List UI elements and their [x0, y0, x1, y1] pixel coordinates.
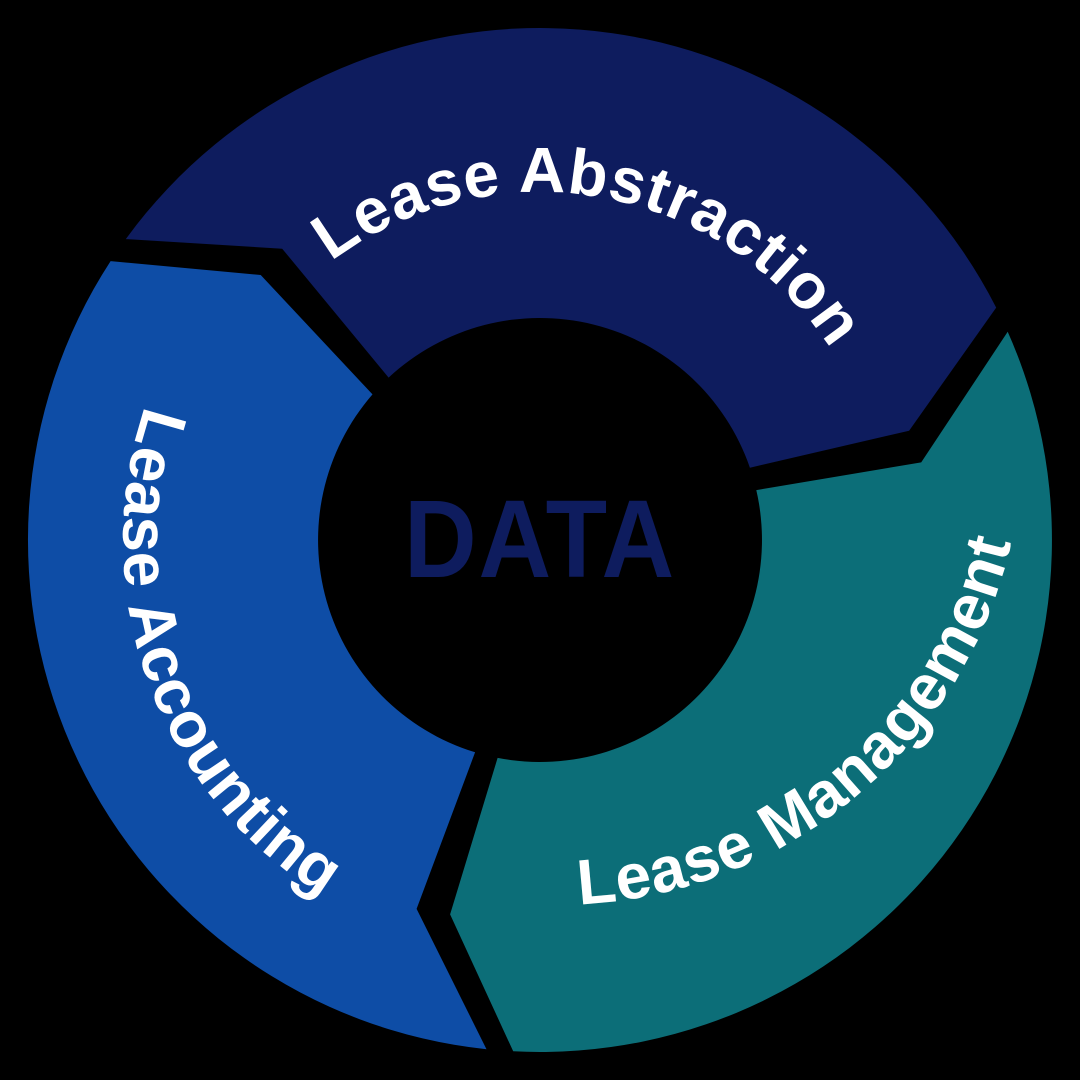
segment-lease-management — [450, 331, 1052, 1052]
center-label-data: DATA — [404, 478, 676, 601]
segment-lease-accounting — [27, 261, 487, 1050]
segment-lease-abstraction — [125, 28, 997, 468]
